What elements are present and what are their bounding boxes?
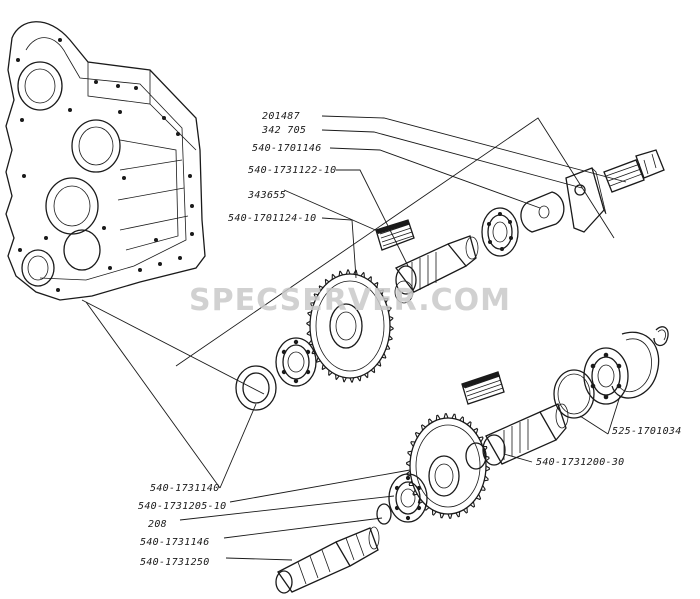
key-lower [461,371,505,405]
gear-lower [406,413,490,519]
snap-ring-upper [653,326,669,347]
spacer-ring-5401731140 [235,365,277,411]
label-5401731146: 540-1731146 [140,537,210,548]
label-5401701146: 540-1701146 [252,143,322,154]
cover-washer-5401701146 [520,191,565,233]
label-343655: 343655 [247,190,286,201]
ring-5401731146 [376,503,392,525]
bearing-mid [275,337,317,387]
splined-shaft-5401731250 [275,526,380,594]
bearing-lower [583,347,629,405]
watermark: SPECSERVER.COM [189,283,511,318]
label-208: 208 [148,519,167,530]
lock-plate-342705 [565,167,607,233]
label-5401731250: 540-1731250 [140,557,210,568]
bolt-201487 [603,149,665,193]
label-5401731140: 540-1731140 [150,483,220,494]
shaft-5401731122 [394,235,479,304]
label-5401731122: 540-1731122-10 [248,165,337,176]
label-5251701034: 525-1701034 [612,426,682,437]
label-5401731200: 540-1731200-30 [536,457,625,468]
circlip-5251701034 [611,331,660,399]
retaining-ring-lower [553,369,595,419]
label-5401701124: 540-1701124-10 [228,213,317,224]
label-201487: 201487 [262,111,300,122]
label-342705: 342 705 [261,125,306,136]
leader-lines [81,115,627,561]
key-343655 [375,219,415,251]
bearing-208 [388,473,428,523]
gear-teeth [406,413,490,519]
gearbox-housing [5,21,206,301]
bearing-upper [481,207,519,257]
gear-5401701124 [306,269,394,383]
part-labels: 201487 342 705 540-1701146 540-1731122-1… [138,111,682,568]
label-5401731205: 540-1731205-10 [138,501,227,512]
